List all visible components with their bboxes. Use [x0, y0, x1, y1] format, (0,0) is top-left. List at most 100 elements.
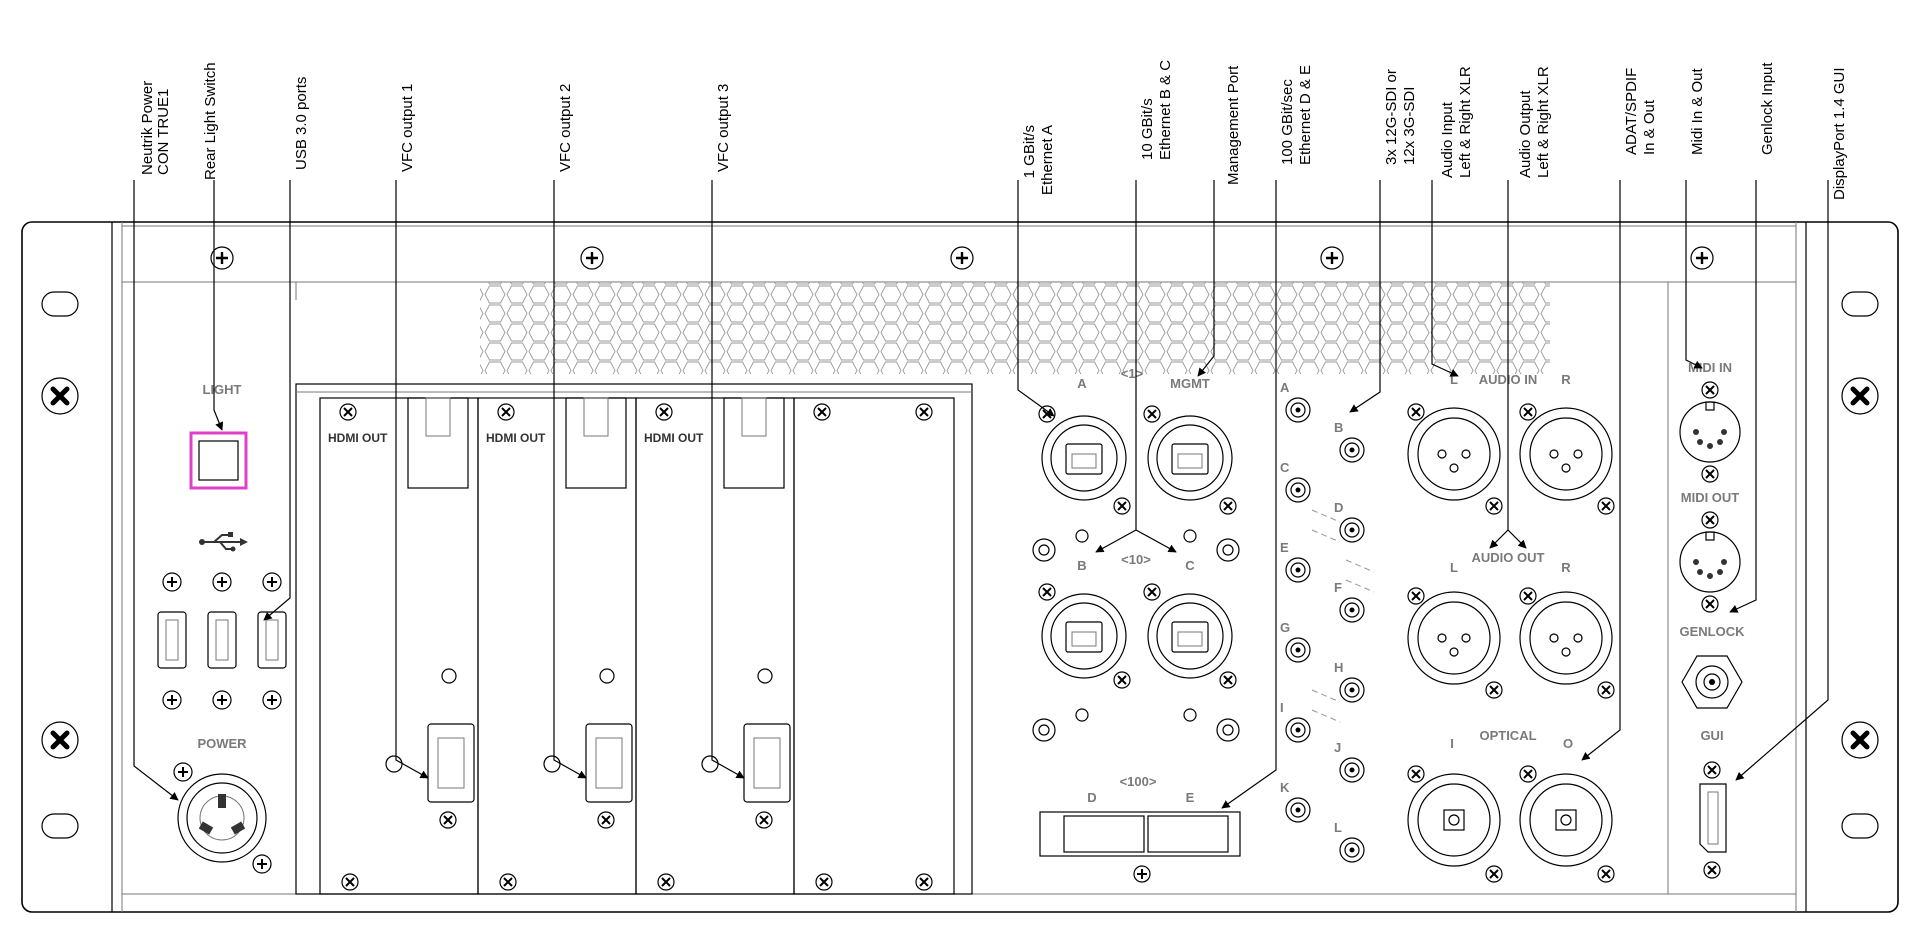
ethernet-e-port[interactable]	[1147, 815, 1229, 853]
usb-screws	[162, 572, 282, 710]
audio-out-right-xlr[interactable]	[1519, 591, 1613, 685]
optical-in-label: I	[1450, 736, 1454, 751]
ethernet-c-port[interactable]	[1147, 593, 1233, 679]
leader-vfc1	[395, 180, 429, 779]
sdi-label: L	[1334, 820, 1342, 835]
callout-eth-a-2: Ethernet A	[1039, 125, 1056, 195]
usb-port[interactable]	[157, 611, 187, 669]
sdi-label: C	[1280, 460, 1290, 475]
leader-adat	[1581, 180, 1621, 761]
callout-eth-a-1: 1 GBit/s	[1021, 125, 1038, 178]
sdi-bnc-port[interactable]	[1339, 757, 1365, 783]
hdmi-port[interactable]	[585, 723, 633, 803]
leader-eth-a	[1017, 180, 1055, 417]
ethernet-d-port[interactable]	[1063, 815, 1145, 853]
power-connector[interactable]	[177, 773, 267, 863]
vfc-card-3: HDMI OUT	[635, 397, 795, 895]
callout-usb: USB 3.0 ports	[293, 77, 310, 170]
vfc-card-2: HDMI OUT	[477, 397, 637, 895]
callouts: Neutrik Power CON TRUE1 Rear Light Switc…	[139, 60, 1848, 200]
right-column: MIDI IN MIDI OUT GENLOCK GUI	[1667, 282, 1745, 894]
ethernet-b-port[interactable]	[1041, 593, 1127, 679]
vfc-card-1: HDMI OUT	[319, 397, 479, 895]
leader-vfc2	[553, 180, 587, 779]
sdi-bnc-port[interactable]	[1285, 477, 1311, 503]
callout-midi: Midi In & Out	[1689, 67, 1706, 155]
mgmt-port[interactable]	[1147, 415, 1233, 501]
sdi-bnc-port[interactable]	[1339, 677, 1365, 703]
eth-a-label: A	[1077, 376, 1087, 391]
hdmi-port[interactable]	[427, 723, 475, 803]
midi-in-label: MIDI IN	[1688, 360, 1732, 375]
sdi-bnc-port[interactable]	[1285, 717, 1311, 743]
callout-sdi-2: 12x 3G-SDI	[1401, 87, 1418, 165]
sdi-bnc-port[interactable]	[1285, 637, 1311, 663]
audio-in-right-xlr[interactable]	[1519, 407, 1613, 501]
light-switch-highlight[interactable]	[189, 431, 248, 490]
sdi-label: A	[1280, 380, 1290, 395]
audio-out-left-label: L	[1450, 560, 1458, 575]
usb-port[interactable]	[207, 611, 237, 669]
audio-in-left-xlr[interactable]	[1407, 407, 1501, 501]
callout-displayport: DisplayPort 1.4 GUI	[1831, 67, 1848, 200]
power-label: POWER	[197, 736, 247, 751]
callout-vfc2: VFC output 2	[557, 84, 574, 172]
sdi-label: H	[1334, 660, 1343, 675]
hdmi-out-label: HDMI OUT	[328, 431, 388, 445]
audio-screws	[1407, 403, 1615, 515]
leader-audio-in	[1431, 180, 1459, 377]
audio-out-screws	[1407, 587, 1615, 699]
callout-eth-bc-2: Ethernet B & C	[1157, 60, 1174, 160]
audio-in-right-label: R	[1561, 372, 1571, 387]
sdi-bnc-port[interactable]	[1339, 837, 1365, 863]
leader-vfc3	[711, 180, 745, 779]
callout-rear-light: Rear Light Switch	[202, 62, 219, 180]
callout-genlock: Genlock Input	[1759, 62, 1776, 155]
callout-sdi-1: 3x 12G-SDI or	[1383, 69, 1400, 165]
ethernet-section: A <1> MGMT <10> B C	[1032, 366, 1241, 883]
leader-lines	[133, 180, 1829, 809]
optical-in-port[interactable]	[1407, 773, 1501, 867]
midi-out-port[interactable]	[1679, 531, 1741, 593]
sdi-label: B	[1334, 420, 1343, 435]
sdi-bnc-port[interactable]	[1285, 797, 1311, 823]
hdmi-out-label: HDMI OUT	[644, 431, 704, 445]
blank-card	[793, 397, 955, 895]
sdi-label: G	[1280, 620, 1290, 635]
leader-displayport	[1735, 180, 1829, 781]
optical-out-port[interactable]	[1519, 773, 1613, 867]
eth-100-label: <100>	[1120, 774, 1157, 789]
sdi-bnc-port[interactable]	[1339, 517, 1365, 543]
audio-out-left-xlr[interactable]	[1407, 591, 1501, 685]
sdi-label: K	[1280, 780, 1290, 795]
eth-d-label: D	[1087, 790, 1096, 805]
midi-in-port[interactable]	[1679, 401, 1741, 463]
audio-out-label: AUDIO OUT	[1472, 550, 1545, 565]
sdi-bnc-port[interactable]	[1285, 557, 1311, 583]
sdi-bnc-port[interactable]	[1339, 597, 1365, 623]
callout-audio-out-2: Left & Right XLR	[1535, 66, 1552, 178]
callout-audio-out-1: Audio Output	[1517, 90, 1534, 178]
displayport-gui[interactable]	[1699, 783, 1727, 853]
genlock-bnc[interactable]	[1681, 655, 1743, 709]
midi-out-label: MIDI OUT	[1681, 490, 1740, 505]
leader-midi	[1685, 180, 1703, 369]
callout-eth-bc-1: 10 GBit/s	[1139, 98, 1156, 160]
usb-icon	[199, 532, 248, 552]
leader-genlock	[1729, 180, 1757, 613]
left-panel: LIGHT POWER	[157, 382, 287, 874]
eth-b-label: B	[1077, 558, 1086, 573]
eth-1-label: <1>	[1121, 366, 1144, 381]
mgmt-label: MGMT	[1170, 376, 1210, 391]
ethernet-a-port[interactable]	[1041, 415, 1127, 501]
sdi-bnc-port[interactable]	[1285, 397, 1311, 423]
callout-eth-de-1: 100 GBit/sec	[1279, 79, 1296, 165]
eth-10-label: <10>	[1121, 552, 1151, 567]
light-switch[interactable]	[198, 440, 239, 481]
sdi-bnc-port[interactable]	[1339, 437, 1365, 463]
callout-adat-1: ADAT/SPDIF	[1623, 68, 1640, 155]
usb-port[interactable]	[257, 611, 287, 669]
hdmi-port[interactable]	[743, 723, 791, 803]
callout-eth-de-2: Ethernet D & E	[1297, 65, 1314, 165]
sdi-label: E	[1280, 540, 1289, 555]
